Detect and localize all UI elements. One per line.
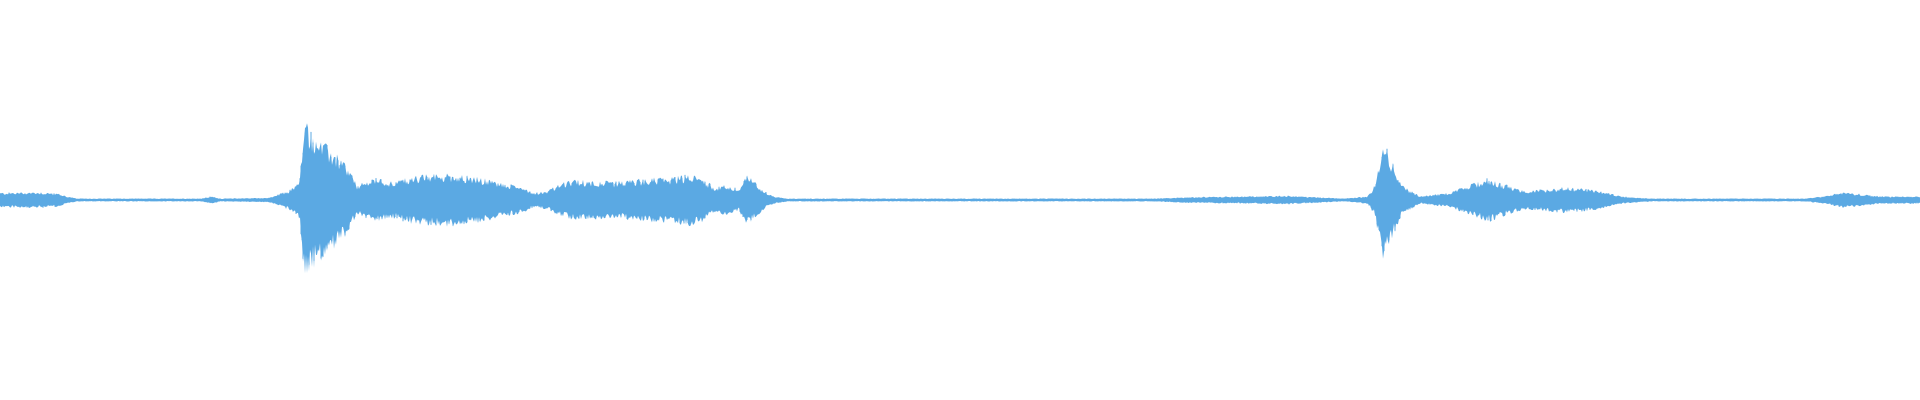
waveform-detail xyxy=(0,125,1920,265)
